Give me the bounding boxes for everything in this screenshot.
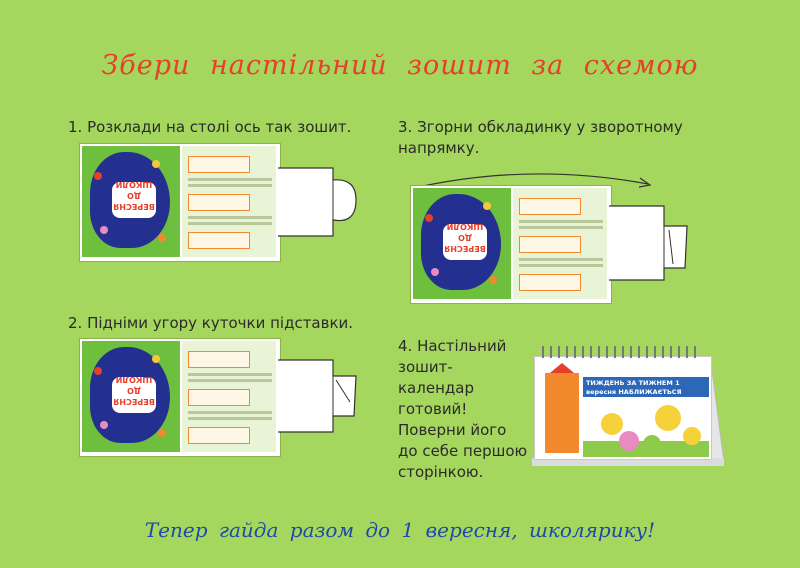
text-line <box>519 226 603 229</box>
cover-dot <box>100 421 108 429</box>
info-box <box>188 156 250 173</box>
info-box <box>188 427 250 444</box>
text-line <box>519 220 603 223</box>
info-box <box>188 389 250 406</box>
cover-dot <box>94 367 102 375</box>
text-line <box>188 379 272 382</box>
cover-dot <box>158 234 166 242</box>
cover-dot <box>425 214 433 222</box>
info-box <box>519 236 581 253</box>
stand-flap-flat <box>278 167 357 237</box>
text-line <box>188 417 272 420</box>
cover-dot <box>100 226 108 234</box>
step-2-text: 2. Підніми угору куточки підставки. <box>68 314 354 332</box>
cover-badge: ВЕРЕСНЯ ДО ШКОЛИ <box>443 222 487 260</box>
booklet-inner-page <box>513 188 607 299</box>
finished-calendar: ТИЖДЕНЬ ЗА ТИЖНЕМ 1 вересня НАБЛИЖАЄТЬСЯ <box>528 338 728 470</box>
footer-text: Тепер гайда разом до 1 вересня, школярик… <box>144 518 656 542</box>
booklet-inner-page <box>182 341 276 452</box>
text-line <box>519 258 603 261</box>
text-line <box>188 411 272 414</box>
text-line <box>188 373 272 376</box>
info-box <box>519 198 581 215</box>
text-line <box>188 178 272 181</box>
booklet-cover: ВЕРЕСНЯ ДО ШКОЛИ <box>413 188 511 299</box>
booklet-inner-page <box>182 146 276 257</box>
stand-flap-raised <box>278 359 357 433</box>
booklet-step-1: ВЕРЕСНЯ ДО ШКОЛИ <box>79 143 281 262</box>
step-3-text: 3. Згорни обкладинку у зворотному напрям… <box>398 118 683 157</box>
info-box <box>519 274 581 291</box>
cover-dot <box>489 276 497 284</box>
cover-dot <box>431 268 439 276</box>
balloon <box>643 435 661 453</box>
cover-badge: ВЕРЕСНЯ ДО ШКОЛИ <box>112 375 156 413</box>
balloon <box>655 405 681 431</box>
cover-dot <box>152 160 160 168</box>
info-box <box>188 351 250 368</box>
balloon <box>683 427 701 445</box>
text-line <box>188 222 272 225</box>
cover-dot <box>152 355 160 363</box>
calendar-rings <box>542 346 702 358</box>
calendar-page: ТИЖДЕНЬ ЗА ТИЖНЕМ 1 вересня НАБЛИЖАЄТЬСЯ <box>534 356 712 460</box>
step-1-text: 1. Розклади на столі ось так зошит. <box>68 118 352 136</box>
info-box <box>188 194 250 211</box>
booklet-step-3: ВЕРЕСНЯ ДО ШКОЛИ <box>410 185 612 304</box>
cover-dot <box>483 202 491 210</box>
booklet-cover: ВЕРЕСНЯ ДО ШКОЛИ <box>82 341 180 452</box>
stand-flap-folded <box>609 205 688 281</box>
info-box <box>188 232 250 249</box>
text-line <box>188 216 272 219</box>
balloon <box>601 413 623 435</box>
calendar-banner: ТИЖДЕНЬ ЗА ТИЖНЕМ 1 вересня НАБЛИЖАЄТЬСЯ <box>583 377 709 397</box>
cover-dot <box>158 429 166 437</box>
page-title: Збери настільний зошит за схемою <box>101 50 699 81</box>
text-line <box>519 264 603 267</box>
step-4-text: 4. Настільний зошит-календар готовий! По… <box>398 337 528 481</box>
tower <box>545 373 579 453</box>
text-line <box>188 184 272 187</box>
booklet-cover: ВЕРЕСНЯ ДО ШКОЛИ <box>82 146 180 257</box>
balloon <box>619 431 639 451</box>
fold-arrow <box>413 173 652 189</box>
booklet-step-2: ВЕРЕСНЯ ДО ШКОЛИ <box>79 338 281 457</box>
cover-badge: ВЕРЕСНЯ ДО ШКОЛИ <box>112 180 156 218</box>
cover-dot <box>94 172 102 180</box>
